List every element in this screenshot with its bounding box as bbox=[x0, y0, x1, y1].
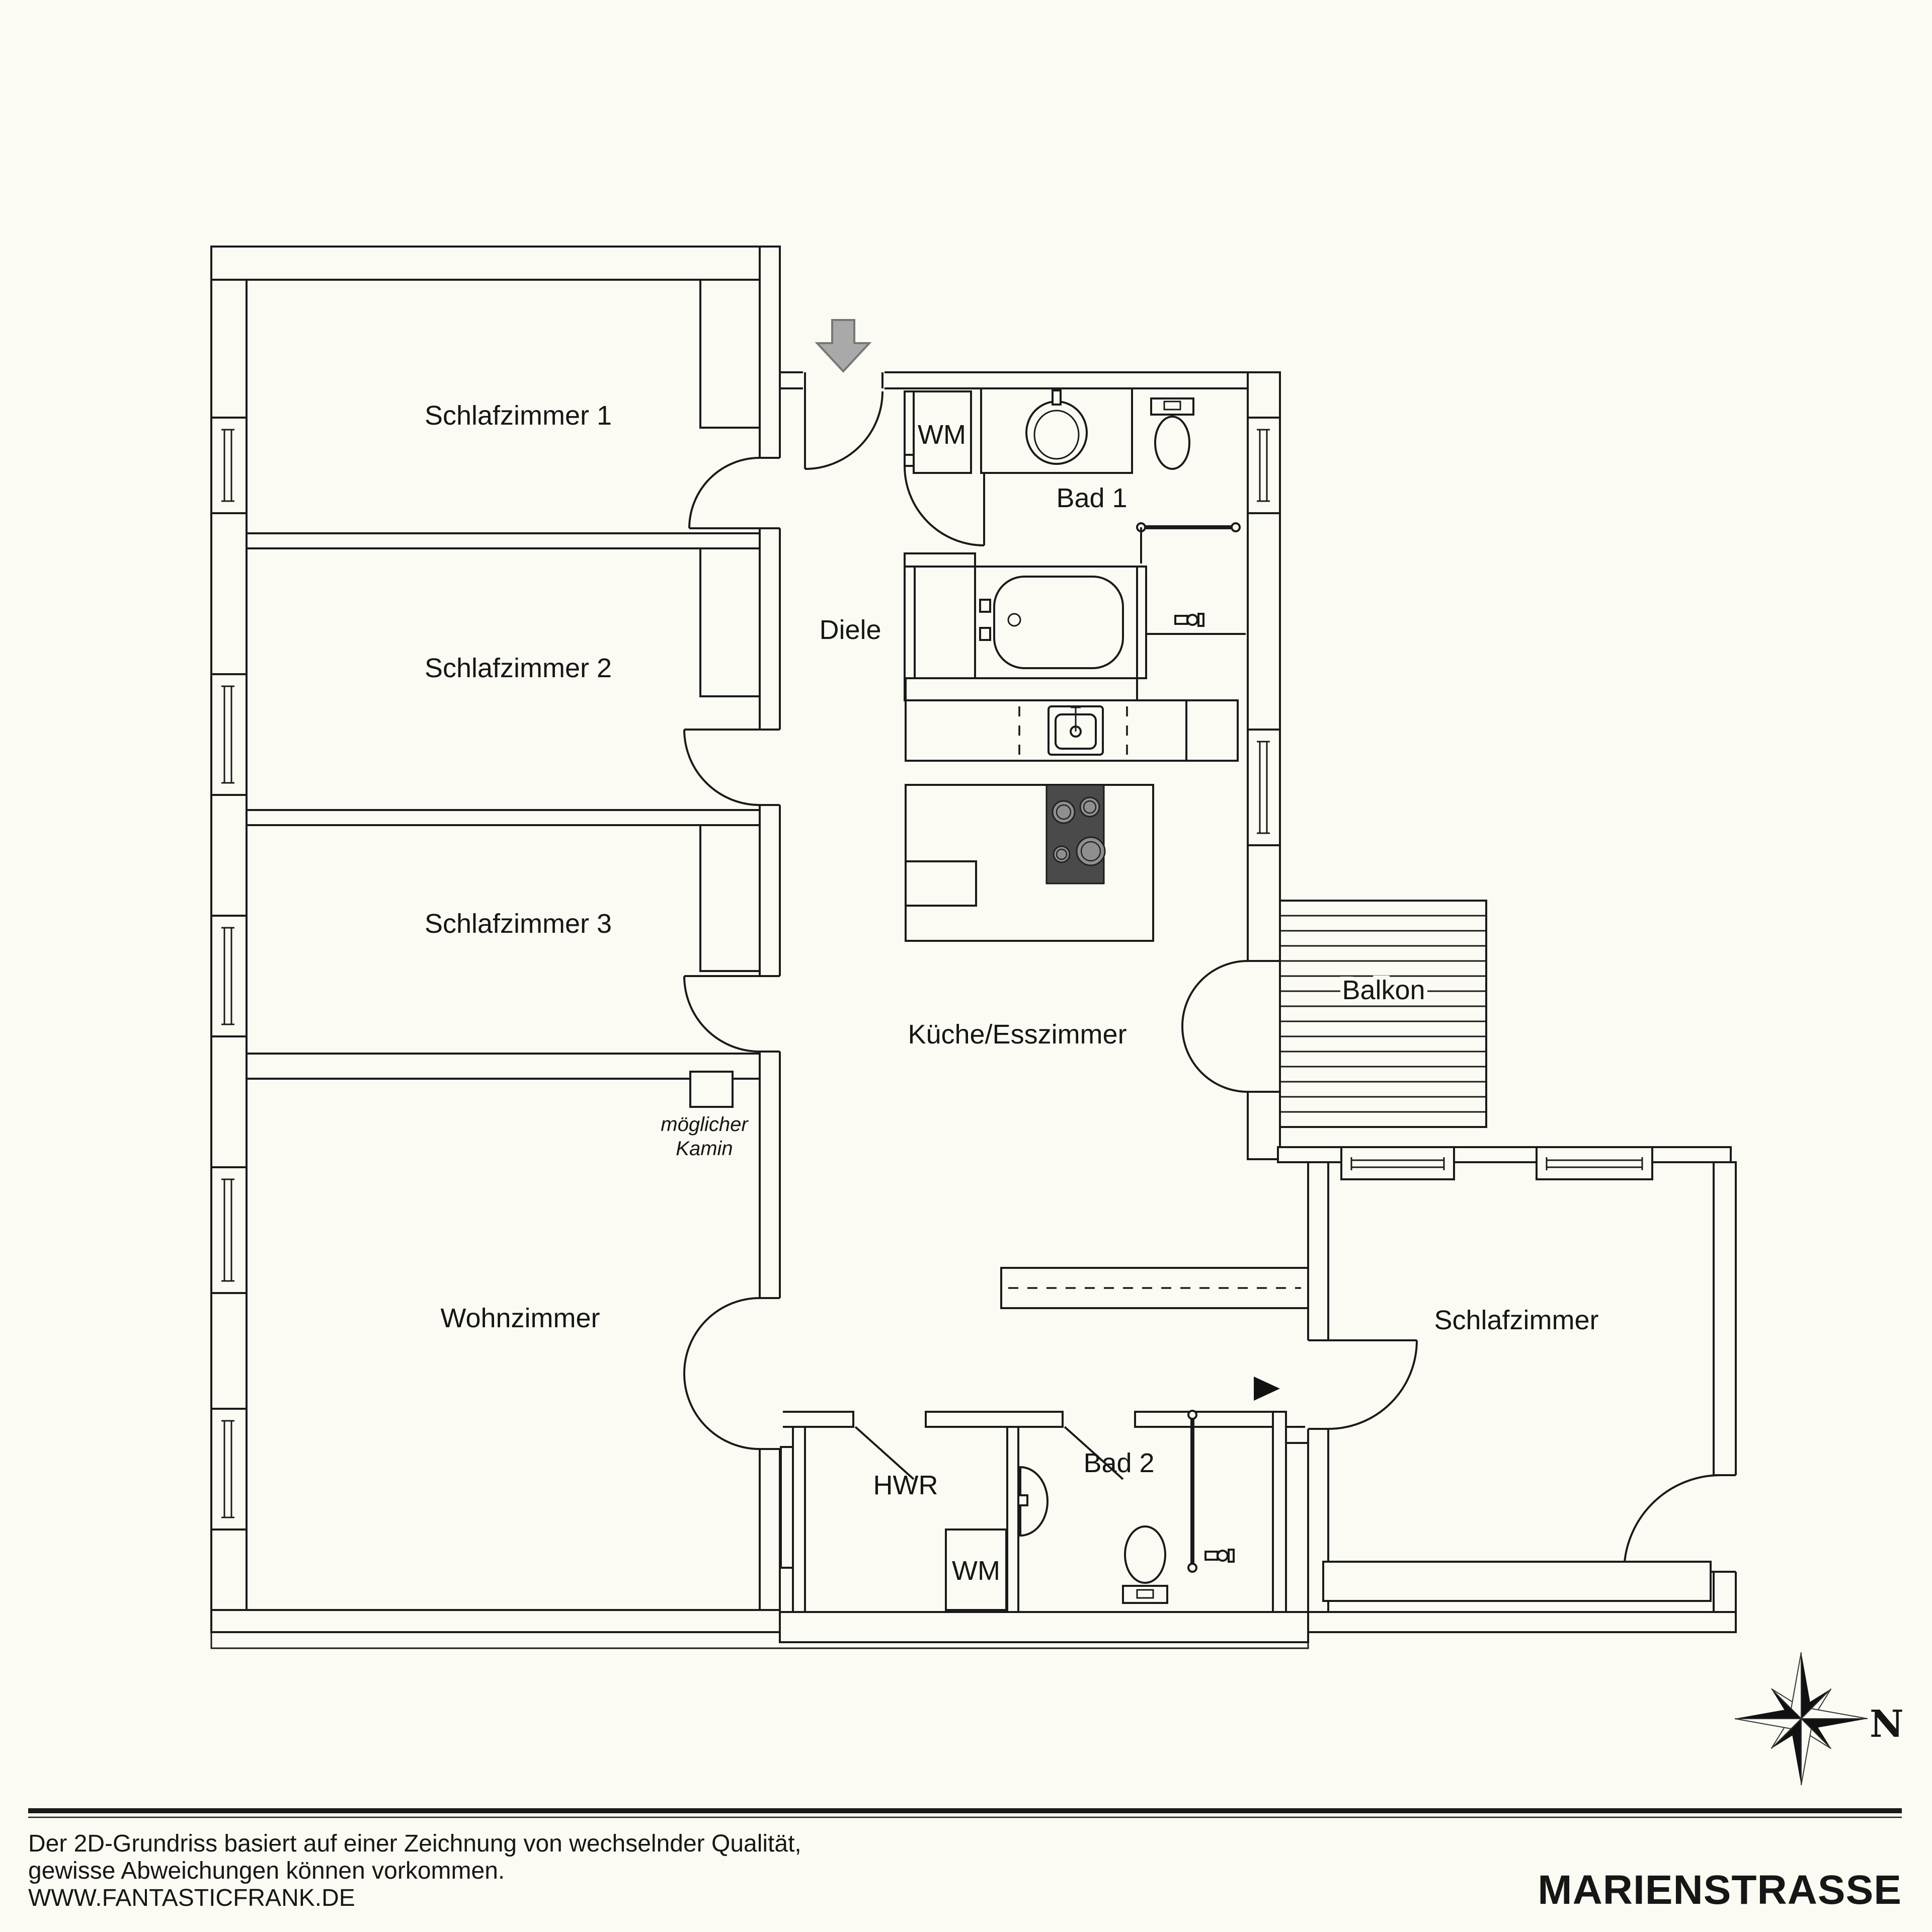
walls bbox=[210, 246, 1737, 1649]
room-label-bedroom1: Schlafzimmer 1 bbox=[425, 400, 612, 431]
label-washing-machine-bottom: WM bbox=[952, 1556, 1000, 1586]
window-icon bbox=[210, 673, 248, 796]
washing-machine-box bbox=[945, 1528, 1007, 1611]
secondary-entrance-arrow-icon bbox=[1254, 1377, 1280, 1401]
toilet-icon bbox=[1122, 1525, 1168, 1604]
double-door-balcony bbox=[1181, 960, 1248, 1093]
kitchen-sink-icon bbox=[1048, 705, 1104, 756]
washing-machine-box bbox=[913, 390, 972, 474]
window-icon bbox=[210, 417, 248, 514]
annotation-fireplace-line1: möglicher bbox=[661, 1113, 749, 1136]
sideboard bbox=[1000, 1267, 1309, 1309]
sink-icon bbox=[1017, 1466, 1049, 1537]
fireplace-niche bbox=[689, 1071, 734, 1108]
room-label-balcony: Balkon bbox=[1342, 975, 1425, 1005]
door-arc-bedroom2 bbox=[683, 729, 760, 806]
brand-title: MARIENSTRASSE bbox=[1538, 1867, 1902, 1913]
footer-disclaimer-line1: Der 2D-Grundriss basiert auf einer Zeich… bbox=[28, 1830, 801, 1857]
window-icon bbox=[210, 1408, 248, 1531]
compass-rose-icon: N bbox=[1734, 1652, 1904, 1786]
wall-openings bbox=[757, 370, 1739, 1573]
entrance-door-arc bbox=[804, 374, 883, 470]
door-arc-bedroom1 bbox=[688, 457, 760, 529]
room-label-kitchen-dining: Küche/Esszimmer bbox=[908, 1019, 1126, 1050]
door-arc-bath1 bbox=[904, 465, 985, 546]
footer-disclaimer-line2: gewisse Abweichungen können vorkommen. bbox=[28, 1858, 505, 1884]
wardrobe-bedroom3 bbox=[699, 824, 761, 972]
fixtures bbox=[699, 279, 1712, 1611]
wardrobe-bedroom2 bbox=[699, 547, 761, 697]
room-label-bedroom2: Schlafzimmer 2 bbox=[425, 653, 612, 683]
shower-icon bbox=[1187, 1410, 1235, 1573]
toilet-icon bbox=[1150, 397, 1194, 470]
window-icon bbox=[1247, 417, 1281, 514]
bathtub-icon bbox=[974, 566, 1138, 679]
room-label-bedroom-right: Schlafzimmer bbox=[1434, 1305, 1598, 1335]
footer-website: WWW.FANTASTICFRANK.DE bbox=[28, 1885, 355, 1911]
sink-icon bbox=[980, 387, 1133, 474]
room-label-bedroom3: Schlafzimmer 3 bbox=[425, 909, 612, 939]
window-icon bbox=[210, 915, 248, 1037]
window-icon bbox=[210, 1166, 248, 1294]
room-label-bath1: Bad 1 bbox=[1056, 483, 1127, 513]
entrance-arrow-icon bbox=[815, 319, 872, 373]
wardrobe-bedroom-right bbox=[1322, 1561, 1712, 1602]
window-icon bbox=[1536, 1146, 1653, 1180]
shower-icon bbox=[1136, 522, 1246, 635]
door-arc-bedroom-right-exterior bbox=[1623, 1474, 1721, 1573]
outer-ledge-line bbox=[210, 1632, 1309, 1649]
stove-icon bbox=[1045, 784, 1106, 884]
window-icon bbox=[1340, 1146, 1455, 1180]
door-leaf-bath2 bbox=[1064, 1426, 1124, 1480]
door-leaf-utility bbox=[854, 1426, 915, 1480]
footer: Der 2D-Grundriss basiert auf einer Zeich… bbox=[28, 1808, 1902, 1913]
annotation-fireplace-line2: Kamin bbox=[676, 1138, 733, 1160]
label-washing-machine-top: WM bbox=[918, 420, 966, 450]
duct bbox=[780, 1446, 794, 1569]
separator-line bbox=[28, 1808, 1902, 1813]
room-label-hall: Diele bbox=[819, 615, 881, 645]
north-label: N bbox=[1870, 1703, 1904, 1746]
kitchen-island bbox=[905, 784, 1154, 942]
window-icon bbox=[1247, 729, 1281, 846]
wardrobe-bedroom1 bbox=[699, 279, 761, 429]
door-arc-bedroom3 bbox=[683, 975, 760, 1053]
room-label-utility: HWR bbox=[873, 1470, 938, 1500]
doors bbox=[683, 374, 1721, 1573]
windows bbox=[210, 417, 1653, 1531]
balcony-decking bbox=[1279, 900, 1487, 1128]
room-label-living-room: Wohnzimmer bbox=[440, 1303, 600, 1333]
kitchen-counter bbox=[905, 699, 1239, 762]
door-arc-bedroom-right bbox=[1328, 1339, 1418, 1430]
room-label-bath2: Bad 2 bbox=[1083, 1448, 1154, 1478]
double-door-living-room bbox=[683, 1297, 760, 1450]
